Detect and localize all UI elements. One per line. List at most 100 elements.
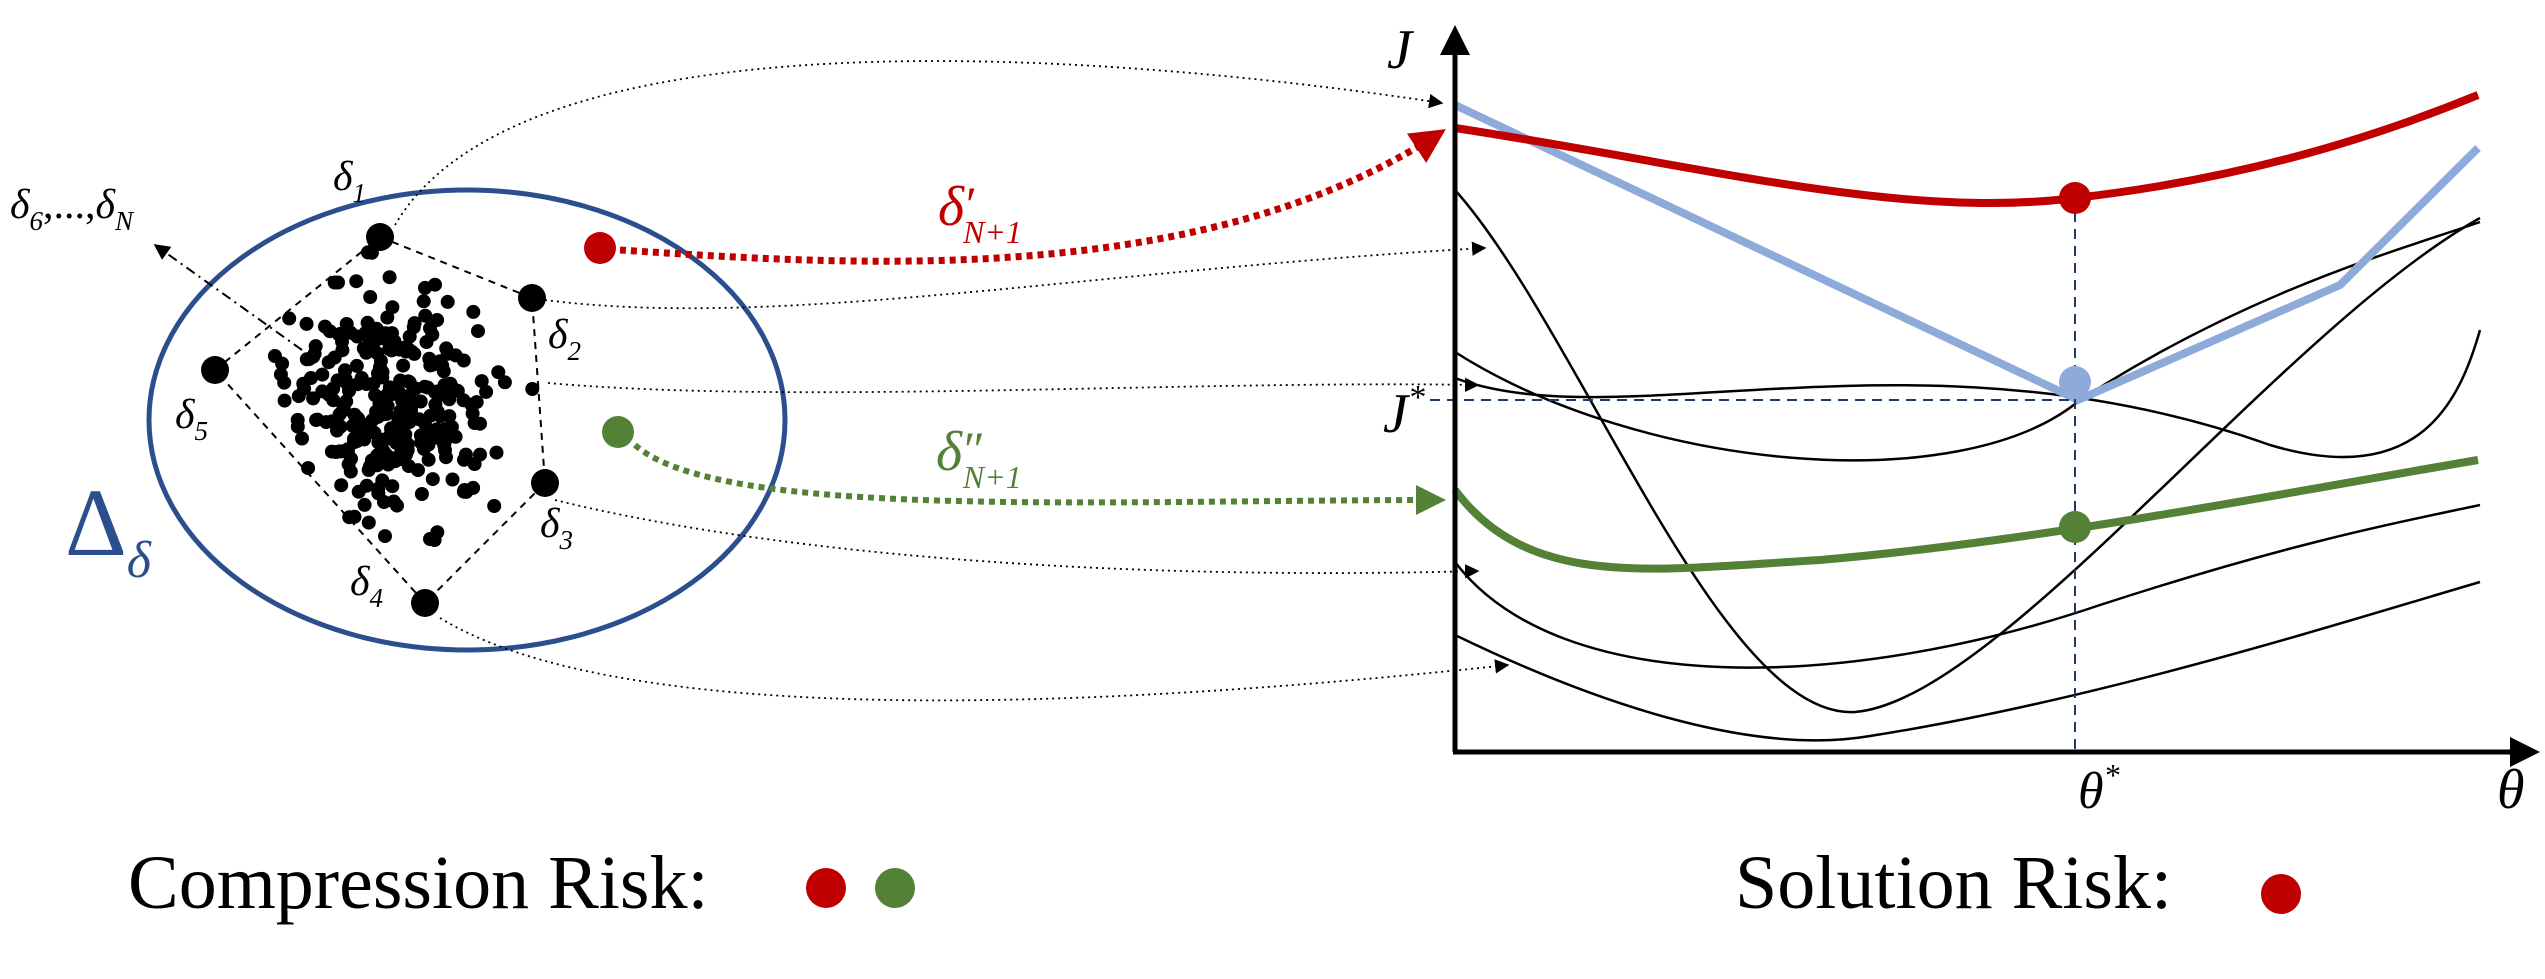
cluster-scenario-point bbox=[456, 484, 471, 499]
cluster-scenario-point bbox=[351, 484, 366, 499]
cluster-scenario-point bbox=[414, 487, 429, 501]
more-scenarios-label: δ6,...,δN bbox=[10, 182, 135, 236]
cluster-scenario-point bbox=[430, 525, 445, 540]
mapping-arrow-3 bbox=[547, 377, 1480, 394]
cost-curve-4 bbox=[1454, 503, 2481, 669]
cluster-scenario-point bbox=[342, 383, 356, 398]
cluster-scenario-point bbox=[295, 431, 309, 446]
red-cost-curve bbox=[1454, 91, 2480, 208]
cluster-scenario-point bbox=[349, 274, 364, 289]
cluster-scenario-point bbox=[310, 412, 325, 427]
cluster-scenario-point bbox=[428, 397, 443, 412]
cluster-scenario-point bbox=[388, 454, 403, 469]
scenario-point-2 bbox=[518, 284, 546, 312]
cluster-scenario-point bbox=[371, 481, 386, 496]
cluster-scenario-point bbox=[385, 479, 400, 494]
cluster-scenario-point bbox=[306, 391, 321, 406]
cluster-scenario-point bbox=[343, 464, 358, 479]
cluster-scenario-point bbox=[360, 315, 375, 330]
cluster-scenario-point bbox=[297, 381, 312, 396]
cluster-scenario-point bbox=[338, 372, 353, 387]
cluster-scenario-point bbox=[357, 432, 372, 447]
cluster-scenario-point bbox=[330, 423, 344, 438]
cost-curve-2 bbox=[1454, 220, 2481, 462]
cluster-scenario-point bbox=[275, 356, 290, 371]
cluster-scenario-point bbox=[525, 382, 540, 396]
j-star-label: J* bbox=[1383, 379, 1425, 445]
solution-risk-label: Solution Risk: bbox=[1735, 841, 2172, 925]
cluster-scenario-point bbox=[404, 403, 418, 418]
cluster-scenario-point bbox=[440, 346, 455, 361]
cluster-scenario-point bbox=[315, 367, 330, 382]
cluster-scenario-point bbox=[471, 324, 485, 339]
cost-curve-1 bbox=[1454, 189, 2481, 714]
cluster-scenario-point bbox=[491, 365, 506, 380]
cluster-scenario-point bbox=[356, 341, 371, 356]
cluster-scenario-point bbox=[396, 358, 411, 373]
cluster-scenario-point bbox=[466, 304, 481, 319]
mapping-arrows bbox=[394, 60, 1510, 702]
cluster-scenario-point bbox=[407, 346, 422, 361]
cluster-scenario-point bbox=[422, 351, 437, 366]
cluster-scenario-point bbox=[343, 325, 358, 340]
cluster-scenario-point bbox=[359, 377, 374, 391]
mapping-arrow-4 bbox=[554, 499, 1480, 579]
scenario-label-1: δ1 bbox=[333, 154, 366, 208]
new-scenario-green bbox=[602, 416, 634, 448]
cluster-scenario-point bbox=[385, 300, 400, 315]
cluster-scenario-point bbox=[375, 365, 390, 380]
cluster-scenario-point bbox=[406, 320, 421, 335]
cluster-scenario-point bbox=[363, 290, 378, 304]
y-axis-label: J bbox=[1387, 19, 1415, 81]
mapping-arrow-1 bbox=[394, 60, 1444, 226]
cluster-scenario-point bbox=[418, 308, 433, 323]
scenario-point-3 bbox=[531, 469, 559, 497]
cluster-scenario-point bbox=[326, 393, 341, 408]
cluster-scenario-point bbox=[282, 311, 297, 326]
cluster-scenario-point bbox=[385, 387, 400, 402]
cluster-scenario-point bbox=[487, 499, 502, 513]
new-scenario-red bbox=[584, 232, 616, 264]
cluster-scenario-point bbox=[429, 422, 444, 437]
cluster-scenario-point bbox=[457, 452, 471, 467]
cluster-scenario-point bbox=[378, 529, 392, 544]
cluster-scenario-point bbox=[417, 379, 432, 394]
compression-risk-label: Compression Risk: bbox=[128, 841, 709, 925]
cluster-scenario-point bbox=[304, 371, 318, 385]
uncertainty-set-label: Δδ bbox=[65, 469, 152, 589]
x-axis-label: θ bbox=[2497, 759, 2525, 821]
cluster-scenario-point bbox=[349, 358, 364, 373]
cost-curve-5 bbox=[1454, 580, 2481, 742]
cluster-scenario-point bbox=[382, 270, 397, 285]
cluster-scenario-point bbox=[331, 275, 345, 290]
cluster-scenario-point bbox=[299, 316, 314, 331]
cluster-scenario-point bbox=[277, 375, 292, 390]
convex-hull bbox=[213, 235, 547, 605]
solution-risk-red-dot bbox=[2261, 874, 2301, 914]
cluster-scenario-point bbox=[277, 393, 292, 408]
cluster-scenario-point bbox=[416, 294, 431, 309]
red-optimum-point bbox=[2059, 182, 2091, 214]
cluster-scenario-point bbox=[430, 313, 445, 327]
cluster-scenario-point bbox=[445, 472, 460, 487]
cluster-scenario-point bbox=[306, 349, 321, 364]
scenario-cluster bbox=[267, 245, 540, 547]
cluster-scenario-point bbox=[367, 425, 382, 440]
cluster-scenario-point bbox=[340, 442, 355, 457]
cluster-scenario-point bbox=[322, 324, 337, 339]
cluster-scenario-point bbox=[290, 419, 305, 434]
cluster-scenario-point bbox=[440, 294, 455, 309]
cost-curves bbox=[1454, 189, 2482, 742]
cluster-scenario-point bbox=[375, 407, 390, 422]
cluster-scenario-point bbox=[479, 384, 494, 399]
compression-risk-red-dot bbox=[806, 868, 846, 908]
cluster-scenario-point bbox=[390, 498, 404, 513]
cluster-scenario-point bbox=[370, 346, 385, 361]
mapping-arrow-2 bbox=[544, 241, 1487, 310]
compression-risk-green-dot bbox=[875, 868, 915, 908]
cluster-scenario-point bbox=[399, 447, 413, 462]
cluster-scenario-point bbox=[360, 245, 375, 260]
theta-star-label: θ* bbox=[2078, 757, 2120, 820]
cluster-scenario-point bbox=[347, 509, 362, 524]
